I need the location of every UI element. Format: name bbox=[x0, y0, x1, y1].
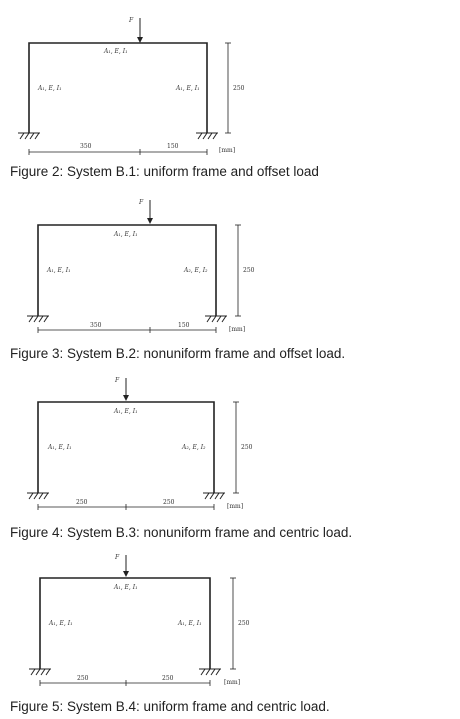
height-dimension bbox=[235, 224, 241, 317]
caption: Figure 5: System B.4: uniform frame and … bbox=[10, 699, 330, 714]
right-support bbox=[196, 132, 218, 140]
frame-diagram-b1: F A₁, E, I₁ A₁, E, I₁ A₁, E, I₁ 250 350 bbox=[18, 17, 245, 155]
left-support bbox=[29, 668, 51, 676]
load-label: F bbox=[138, 199, 144, 206]
right-support bbox=[203, 492, 225, 500]
frame bbox=[37, 401, 215, 493]
left-support bbox=[27, 315, 49, 323]
load-arrowhead bbox=[123, 395, 129, 401]
span-dimension bbox=[37, 327, 217, 333]
load-label: F bbox=[128, 17, 134, 24]
right-column-label: A₁, E, I₁ bbox=[177, 620, 202, 627]
load-label: F bbox=[114, 377, 120, 384]
right-column-label: A₂, E, I₂ bbox=[183, 267, 208, 274]
load-arrowhead bbox=[137, 37, 143, 43]
figure-3: F A₁, E, I₁ A₁, E, I₁ A₂, E, I₂ 250 350 … bbox=[0, 190, 460, 370]
units-label: [mm] bbox=[229, 326, 245, 333]
frame bbox=[28, 42, 208, 133]
figure-4: F A₁, E, I₁ A₁, E, I₁ A₂, E, I₂ 250 250 … bbox=[0, 370, 460, 545]
frame-diagram-b4: F A₁, E, I₁ A₁, E, I₁ A₁, E, I₁ 250 250 … bbox=[29, 554, 250, 686]
frame bbox=[37, 224, 217, 316]
left-column-label: A₁, E, I₁ bbox=[48, 620, 73, 627]
right-column-label: A₁, E, I₁ bbox=[175, 85, 200, 92]
right-span-label: 250 bbox=[162, 675, 174, 682]
frame-diagram-b3: F A₁, E, I₁ A₁, E, I₁ A₂, E, I₂ 250 250 … bbox=[27, 377, 253, 510]
load-arrowhead bbox=[147, 218, 153, 224]
left-support bbox=[18, 132, 40, 140]
left-span-label: 250 bbox=[76, 499, 88, 506]
left-span-label: 350 bbox=[90, 322, 102, 329]
units-label: [mm] bbox=[219, 147, 235, 154]
height-dim-label: 250 bbox=[238, 620, 250, 627]
right-span-label: 250 bbox=[163, 499, 175, 506]
span-dimension bbox=[37, 504, 215, 510]
left-column-label: A₁, E, I₁ bbox=[47, 444, 72, 451]
left-support bbox=[27, 492, 49, 500]
height-dimension bbox=[230, 577, 236, 670]
caption: Figure 2: System B.1: uniform frame and … bbox=[10, 164, 319, 179]
caption: Figure 3: System B.2: nonuniform frame a… bbox=[10, 346, 346, 361]
beam-label: A₁, E, I₁ bbox=[113, 584, 138, 591]
frame-diagram-b2: F A₁, E, I₁ A₁, E, I₁ A₂, E, I₂ 250 350 … bbox=[27, 199, 255, 333]
left-column-label: A₁, E, I₁ bbox=[46, 267, 71, 274]
height-dimension bbox=[225, 42, 231, 134]
right-span-label: 150 bbox=[167, 143, 179, 150]
caption: Figure 4: System B.3: nonuniform frame a… bbox=[10, 525, 353, 540]
left-span-label: 350 bbox=[80, 143, 92, 150]
figure-5: F A₁, E, I₁ A₁, E, I₁ A₁, E, I₁ 250 250 … bbox=[0, 545, 460, 719]
right-support bbox=[205, 315, 227, 323]
height-dim-label: 250 bbox=[241, 444, 253, 451]
height-dim-label: 250 bbox=[243, 267, 255, 274]
frame bbox=[39, 577, 211, 669]
beam-label: A₁, E, I₁ bbox=[103, 48, 128, 55]
span-dimension bbox=[39, 680, 211, 686]
units-label: [mm] bbox=[224, 679, 240, 686]
beam-label: A₁, E, I₁ bbox=[113, 231, 138, 238]
load-arrowhead bbox=[123, 571, 129, 577]
left-span-label: 250 bbox=[77, 675, 89, 682]
right-column-label: A₂, E, I₂ bbox=[181, 444, 206, 451]
beam-label: A₁, E, I₁ bbox=[113, 408, 138, 415]
figure-2: F A₁, E, I₁ A₁, E, I₁ A₁, E, I₁ 250 350 bbox=[0, 0, 460, 190]
height-dim-label: 250 bbox=[233, 85, 245, 92]
left-column-label: A₁, E, I₁ bbox=[37, 85, 62, 92]
right-span-label: 150 bbox=[178, 322, 190, 329]
right-support bbox=[199, 668, 221, 676]
height-dimension bbox=[233, 401, 239, 494]
load-label: F bbox=[114, 554, 120, 561]
units-label: [mm] bbox=[227, 503, 243, 510]
span-dimension bbox=[28, 149, 208, 155]
